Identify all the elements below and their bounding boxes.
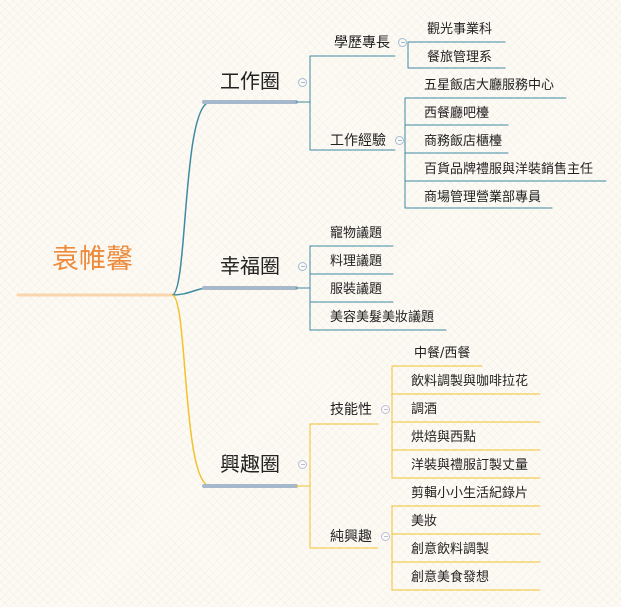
leaf-fashion-topics[interactable]: 服裝議題 xyxy=(330,282,383,297)
collapse-happiness-circle-icon[interactable] xyxy=(298,262,307,271)
subtopic-pure-interest[interactable]: 純興趣 xyxy=(330,529,372,545)
subtopic-skills[interactable]: 技能性 xyxy=(330,402,372,418)
leaf-pet-topics[interactable]: 寵物議題 xyxy=(330,226,383,241)
leaf-dress-tailoring[interactable]: 洋裝與禮服訂製丈量 xyxy=(411,458,529,473)
collapse-work-experience-icon[interactable] xyxy=(395,136,404,145)
branch-work-circle[interactable]: 工作圈 xyxy=(220,69,280,93)
collapse-pure-interest-icon[interactable] xyxy=(381,532,390,541)
leaf-western-restaurant-bar[interactable]: 西餐廳吧檯 xyxy=(424,106,490,121)
leaf-makeup[interactable]: 美妝 xyxy=(411,514,438,529)
collapse-skills-icon[interactable] xyxy=(381,405,390,414)
leaf-beverage-latte-art[interactable]: 飲料調製與咖啡拉花 xyxy=(411,374,529,389)
leaf-beauty-topics[interactable]: 美容美髮美妝議題 xyxy=(330,310,435,325)
leaf-cooking-topics[interactable]: 料理議題 xyxy=(330,254,383,269)
leaf-baking-pastry[interactable]: 烘焙與西點 xyxy=(411,430,477,445)
collapse-work-circle-icon[interactable] xyxy=(298,78,307,87)
leaf-hotel-lobby-service[interactable]: 五星飯店大廳服務中心 xyxy=(424,78,555,93)
leaf-short-film-editing[interactable]: 剪輯小小生活紀錄片 xyxy=(411,486,529,501)
connector-root-interest xyxy=(171,294,211,487)
branch-interest-circle[interactable]: 興趣圈 xyxy=(220,452,280,476)
leaf-tourism-department[interactable]: 觀光事業科 xyxy=(427,22,493,37)
collapse-interest-circle-icon[interactable] xyxy=(298,460,307,469)
leaf-mall-management[interactable]: 商場管理營業部專員 xyxy=(424,190,542,205)
leaf-bartending[interactable]: 調酒 xyxy=(411,402,438,417)
leaf-creative-drinks[interactable]: 創意飲料調製 xyxy=(411,542,490,557)
collapse-education-icon[interactable] xyxy=(398,38,407,47)
connector-root-work xyxy=(171,101,211,296)
leaf-hospitality-management[interactable]: 餐旅管理系 xyxy=(427,50,493,65)
branch-happiness-circle[interactable]: 幸福圈 xyxy=(220,254,280,278)
leaf-business-hotel-counter[interactable]: 商務飯店櫃檯 xyxy=(424,134,503,149)
leaf-chinese-western-cuisine[interactable]: 中餐/西餐 xyxy=(414,346,471,361)
subtopic-work-experience[interactable]: 工作經驗 xyxy=(330,133,386,149)
root-topic[interactable]: 袁帷馨 xyxy=(52,244,133,275)
leaf-department-store-sales[interactable]: 百貨品牌禮服與洋裝銷售主任 xyxy=(424,162,594,177)
subtopic-education[interactable]: 學歷專長 xyxy=(334,35,390,51)
leaf-creative-food[interactable]: 創意美食發想 xyxy=(411,570,490,585)
